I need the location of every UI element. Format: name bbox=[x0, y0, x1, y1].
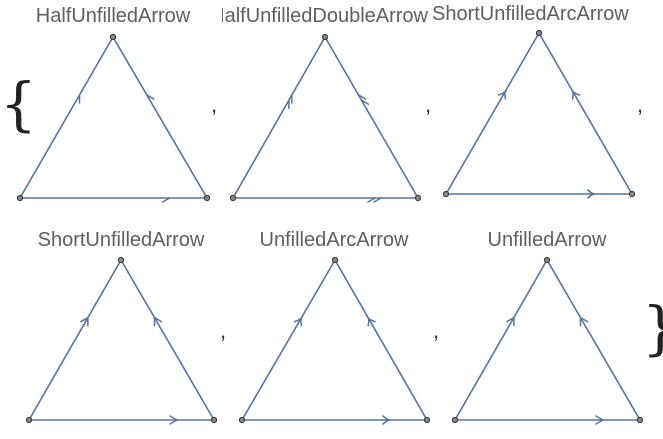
arrowhead bbox=[497, 90, 507, 100]
triangle-graph-unfilled-arrow bbox=[451, 256, 644, 425]
triangle-graph-unfilled-arc-arrow bbox=[238, 256, 431, 425]
arrowhead bbox=[293, 316, 303, 327]
graph-vertex bbox=[109, 33, 117, 41]
graph-edge bbox=[241, 259, 336, 421]
graph-vertex bbox=[117, 256, 125, 264]
arrowhead bbox=[153, 316, 163, 327]
graph-title-unfilled-arrow: UnfilledArrow bbox=[487, 229, 607, 251]
arrowhead bbox=[357, 94, 367, 100]
graph-vertex bbox=[16, 194, 24, 202]
graph-vertex bbox=[25, 416, 33, 424]
graph-vertex bbox=[442, 190, 450, 198]
arrowhead bbox=[146, 94, 155, 100]
graph-vertex bbox=[238, 416, 246, 424]
graph-edge bbox=[28, 259, 122, 421]
arrowhead bbox=[373, 197, 382, 203]
graph-edge bbox=[19, 36, 114, 199]
open-brace: { bbox=[0, 70, 37, 138]
triangle-graph-half-unfilled-arrow bbox=[16, 33, 211, 203]
graph-title-half-unfilled-double-arrow: HalfUnfilledDoubleArrow bbox=[222, 5, 428, 27]
arrowhead bbox=[595, 415, 604, 425]
graph-edge bbox=[445, 32, 540, 195]
separator: , bbox=[220, 318, 227, 343]
graph-edge bbox=[334, 259, 428, 421]
graph-edge bbox=[324, 36, 419, 199]
arrowhead bbox=[169, 415, 178, 425]
graph-vertex bbox=[414, 194, 422, 202]
graph-vertex bbox=[636, 416, 644, 424]
arrowhead bbox=[161, 197, 171, 203]
graph-vertex bbox=[451, 416, 459, 424]
triangle-graph-short-unfilled-arc-arrow bbox=[442, 29, 636, 199]
separator: , bbox=[433, 318, 440, 343]
arrowhead bbox=[367, 316, 376, 327]
close-brace: } bbox=[642, 294, 663, 362]
graph-vertex bbox=[423, 416, 431, 424]
separator: , bbox=[425, 92, 432, 117]
arrowhead bbox=[382, 415, 391, 425]
graph-title-half-unfilled-arrow: HalfUnfilledArrow bbox=[35, 5, 191, 27]
separator: , bbox=[637, 92, 644, 117]
graph-edge bbox=[538, 32, 633, 195]
graph-vertex bbox=[535, 29, 543, 37]
graph-vertex bbox=[628, 190, 636, 198]
triangle-graph-short-unfilled-arrow bbox=[25, 256, 218, 425]
graph-vertex bbox=[210, 416, 218, 424]
graph-edge bbox=[546, 259, 641, 421]
graph-vertex bbox=[229, 194, 237, 202]
arrowhead bbox=[360, 99, 370, 105]
graph-vertex bbox=[331, 256, 339, 264]
graph-edge bbox=[232, 36, 326, 199]
arrowhead bbox=[367, 197, 376, 203]
graph-title-unfilled-arc-arrow: UnfilledArcArrow bbox=[259, 229, 409, 251]
arrowhead bbox=[80, 316, 89, 327]
graph-edge bbox=[454, 259, 548, 421]
graph-vertex bbox=[321, 33, 329, 41]
graph-vertex bbox=[543, 256, 551, 264]
graph-title-short-unfilled-arc-arrow: ShortUnfilledArcArrow bbox=[432, 3, 629, 25]
graph-title-short-unfilled-arrow: ShortUnfilledArrow bbox=[37, 229, 205, 251]
arrowhead bbox=[587, 189, 596, 199]
graph-vertex bbox=[203, 194, 211, 202]
arrowhead bbox=[506, 316, 515, 327]
graph-edge bbox=[120, 259, 215, 421]
arrowhead bbox=[571, 90, 581, 100]
arrowhead bbox=[579, 316, 589, 327]
graph-edge bbox=[112, 36, 208, 199]
triangle-graph-half-unfilled-double-arrow bbox=[229, 33, 422, 203]
separator: , bbox=[211, 92, 218, 117]
